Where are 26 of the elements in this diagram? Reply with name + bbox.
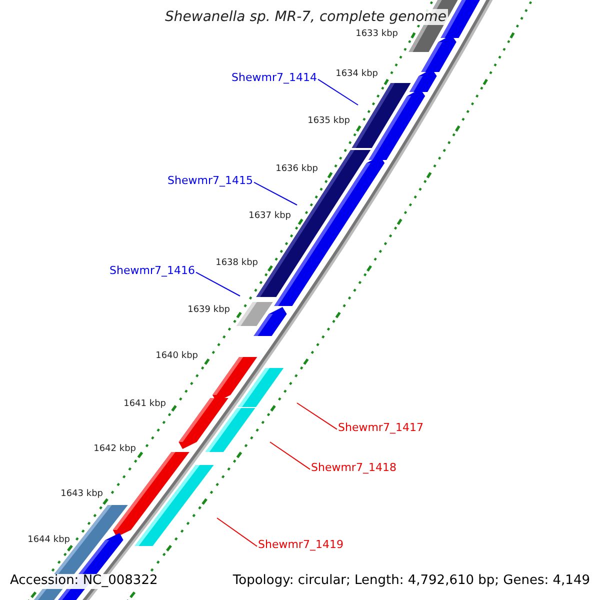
scale-label: 1643 kbp xyxy=(60,489,103,500)
map-title: Shewanella sp. MR-7, complete genome xyxy=(163,9,448,26)
scale-label: 1640 kbp xyxy=(156,351,198,362)
scale-label: 1637 kbp xyxy=(248,211,291,222)
gene-label: Shewmr7_1415 xyxy=(168,175,253,188)
gene-label: Shewmr7_1419 xyxy=(258,539,344,552)
scale-label: 1639 kbp xyxy=(188,305,230,316)
gene-label: Shewmr7_1417 xyxy=(338,422,424,435)
scale-label: 1641 kbp xyxy=(124,399,166,410)
gene-label: Shewmr7_1418 xyxy=(311,462,396,475)
scale-label: 1633 kbp xyxy=(356,29,398,40)
scale-label: 1642 kbp xyxy=(94,444,136,454)
genome-info-text: Topology: circular; Length: 4,792,610 bp; Genes: 4,149 xyxy=(230,574,592,589)
gene-label: Shewmr7_1416 xyxy=(110,265,195,278)
scale-label: 1644 kbp xyxy=(28,535,70,546)
scale-label: 1636 kbp xyxy=(276,164,318,174)
scale-label: 1638 kbp xyxy=(216,258,258,268)
leader-line xyxy=(196,272,240,296)
gene-label: Shewmr7_1414 xyxy=(232,72,317,85)
scale-label: 1635 kbp xyxy=(308,116,350,126)
leader-line xyxy=(296,402,338,430)
leader-line xyxy=(254,182,298,206)
scale-label: 1634 kbp xyxy=(336,69,378,80)
leader-line xyxy=(318,78,358,106)
leader-line xyxy=(270,442,310,470)
leader-line xyxy=(216,518,258,547)
